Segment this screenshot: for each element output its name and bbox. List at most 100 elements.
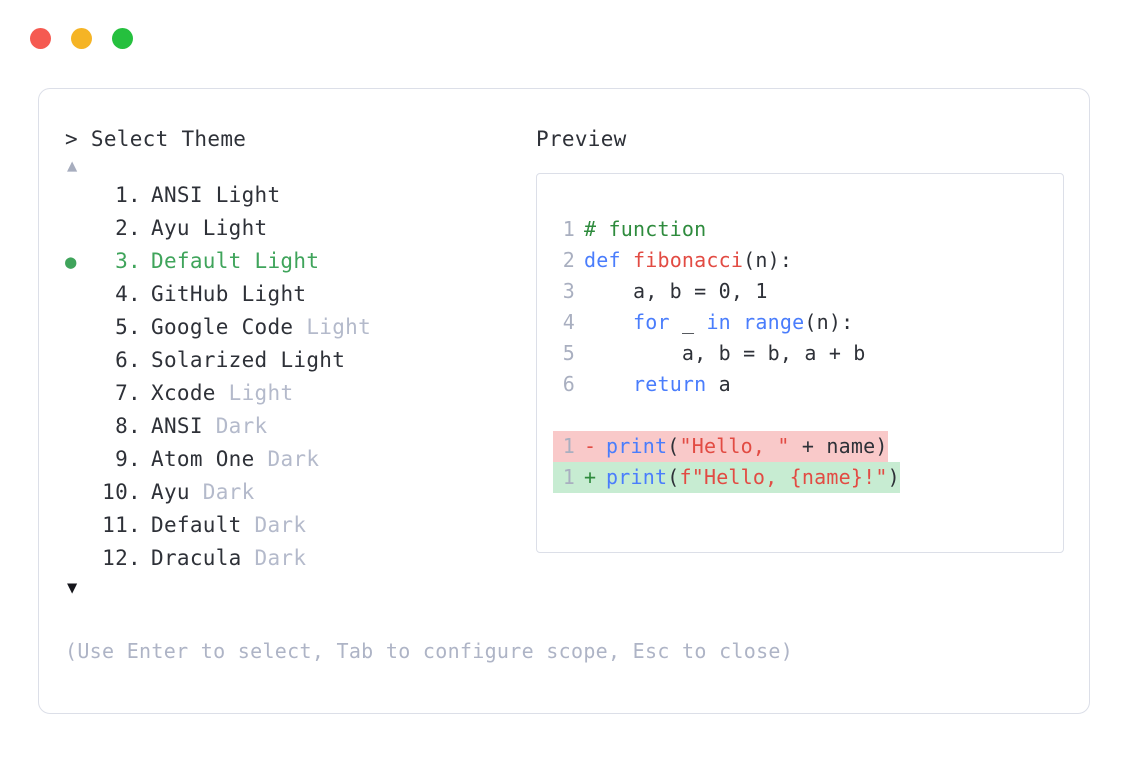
code-line: 3 a, b = 0, 1 [537, 276, 1063, 307]
theme-item-number: 5. [115, 315, 141, 339]
bullet-placeholder: ● [65, 411, 95, 444]
code-token-plain: a [706, 372, 731, 396]
code-line-number: 5 [562, 341, 575, 365]
code-line-number: 2 [562, 248, 575, 272]
theme-item-label: GitHub Light [151, 282, 307, 306]
diff-gap [597, 462, 606, 493]
theme-list-item[interactable]: ● 2. Ayu Light [65, 212, 525, 245]
select-theme-prompt: > Select Theme [65, 127, 247, 151]
code-token-builtin: print [606, 465, 668, 489]
code-token-plain: a, b = b, a + b [584, 341, 866, 365]
theme-list-item[interactable]: ● 12. Dracula Dark [65, 542, 525, 575]
diff-line-del: 1- print("Hello, " + name) [537, 431, 1063, 462]
window-titlebar [30, 28, 133, 49]
theme-list-item[interactable]: ● 11. Default Dark [65, 509, 525, 542]
theme-list-item[interactable]: ● 7. Xcode Light [65, 377, 525, 410]
diff-line-number: 1 [562, 434, 575, 458]
diff-sign: + [584, 465, 597, 489]
diff-line-number: 1 [562, 465, 575, 489]
code-token-plain: _ [669, 310, 707, 334]
theme-item-number: 9. [115, 447, 141, 471]
code-line: 6 return a [537, 369, 1063, 400]
theme-item-number: 12. [102, 546, 141, 570]
code-token-builtin: range [743, 310, 805, 334]
code-line-text: a, b = 0, 1 [584, 276, 768, 307]
code-line-number: 1 [562, 217, 575, 241]
code-token-plain [584, 310, 633, 334]
theme-item-variant: Light [306, 315, 372, 339]
code-token-comment: # function [584, 217, 707, 241]
code-token-number: 1 [755, 279, 768, 303]
theme-item-label: ANSI Dark [151, 414, 268, 438]
theme-item-variant: Dark [202, 480, 255, 504]
bullet-placeholder: ● [65, 444, 95, 477]
bullet-placeholder: ● [65, 345, 95, 378]
code-token-plain [584, 372, 633, 396]
theme-item-label: Google Code Light [151, 315, 372, 339]
theme-item-variant: Light [202, 216, 268, 240]
diff-gap [597, 431, 606, 462]
code-token-builtin: print [606, 434, 668, 458]
code-token-func: fibonacci [632, 248, 744, 272]
code-token-plain: (n): [743, 248, 793, 272]
theme-list-item[interactable]: ●6.Solarized Light [65, 344, 525, 377]
scroll-down-icon[interactable]: ▼ [67, 578, 78, 598]
code-token-plain: , [730, 279, 756, 303]
theme-selector-card: > Select Theme ▲ ●1.ANSI Light●2.Ayu Lig… [38, 88, 1090, 714]
window-maximize-button[interactable] [112, 28, 133, 49]
theme-item-number: 10. [102, 480, 141, 504]
code-line-text: a, b = b, a + b [584, 338, 866, 369]
scroll-up-icon[interactable]: ▲ [67, 156, 78, 176]
code-token-plain: ( [667, 434, 680, 458]
theme-item-label: Default Dark [151, 513, 307, 537]
code-line: 5 a, b = b, a + b [537, 338, 1063, 369]
theme-item-number: 7. [115, 381, 141, 405]
theme-item-label: Dracula Dark [151, 546, 307, 570]
theme-item-label: Xcode Light [151, 381, 294, 405]
theme-list-item[interactable]: ●10.Ayu Dark [65, 476, 525, 509]
bullet-placeholder: ● [65, 213, 95, 246]
theme-item-number: 11. [102, 513, 141, 537]
theme-item-label: Atom One Dark [151, 447, 320, 471]
diff-line-add: 1+ print(f"Hello, {name}!") [537, 462, 1063, 493]
code-line-number: 6 [562, 372, 575, 396]
diff-sign: - [584, 434, 597, 458]
theme-item-number: 1. [115, 183, 141, 207]
preview-title: Preview [536, 127, 627, 151]
theme-item-variant: Light [215, 183, 281, 207]
code-token-keyword: in [706, 310, 731, 334]
code-line-text: # function [584, 214, 706, 245]
bullet-placeholder: ● [65, 279, 95, 312]
theme-list-item[interactable]: ●5.Google Code Light [65, 311, 525, 344]
window-minimize-button[interactable] [71, 28, 92, 49]
theme-list-item[interactable]: ●8.ANSI Dark [65, 410, 525, 443]
theme-item-variant: Dark [254, 513, 307, 537]
code-token-plain: (n): [804, 310, 854, 334]
code-line: 4 for _ in range(n): [537, 307, 1063, 338]
code-token-string: f"Hello, {name}!" [679, 465, 888, 489]
theme-item-number: 2. [115, 216, 141, 240]
diff-line-highlight: 1+ print(f"Hello, {name}!") [553, 462, 900, 493]
window-close-button[interactable] [30, 28, 51, 49]
keyboard-hint-text: (Use Enter to select, Tab to configure s… [65, 639, 794, 663]
theme-selector-panel: > Select Theme ▲ ●1.ANSI Light●2.Ayu Lig… [65, 125, 525, 601]
bullet-placeholder: ● [65, 510, 95, 543]
theme-list-item[interactable]: ●4.GitHub Light [65, 278, 525, 311]
diff-line-highlight: 1- print("Hello, " + name) [553, 431, 888, 462]
code-diff-spacer [537, 400, 1063, 431]
code-token-keyword: return [632, 372, 707, 396]
theme-list-item[interactable]: ● 9. Atom One Dark [65, 443, 525, 476]
bullet-placeholder: ● [65, 378, 95, 411]
code-line-text: for _ in range(n): [584, 307, 853, 338]
theme-list-item[interactable]: ●3.Default Light [65, 245, 525, 278]
theme-item-variant: Light [280, 348, 346, 372]
diff-block: 1- print("Hello, " + name)1+ print(f"Hel… [537, 431, 1063, 493]
theme-item-label: Ayu Light [151, 216, 268, 240]
code-line-text: return a [584, 369, 731, 400]
theme-list-item[interactable]: ●1.ANSI Light [65, 179, 525, 212]
bullet-placeholder: ● [65, 543, 95, 576]
diff-line-text: print("Hello, " + name) [606, 431, 888, 462]
